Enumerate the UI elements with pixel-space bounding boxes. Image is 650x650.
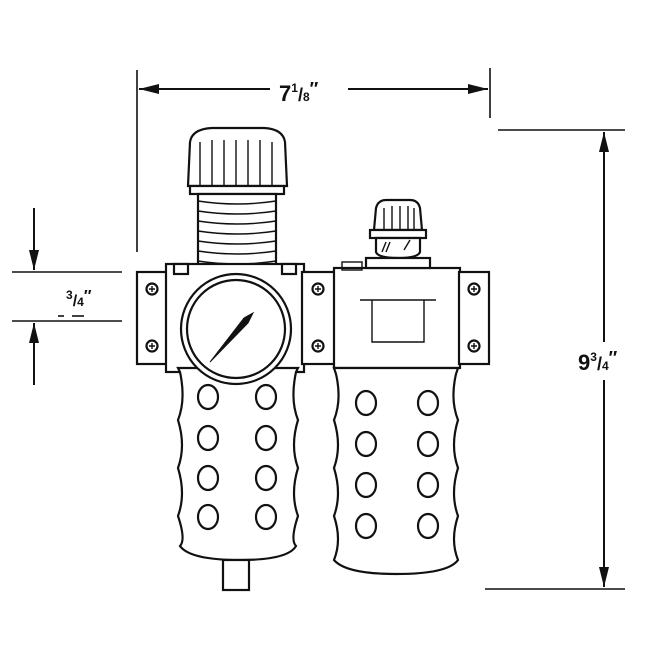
height-label: 93/4″	[578, 348, 618, 375]
screw-icon	[467, 282, 481, 353]
height-label-whole: 9	[578, 350, 590, 375]
port-dimension: 3/4″	[12, 208, 122, 385]
port-label-unit: ″	[84, 288, 92, 305]
sight-dome	[374, 236, 422, 260]
lubricator-body	[332, 266, 462, 370]
filter-bowl	[176, 366, 300, 562]
width-label-whole: 7	[279, 81, 291, 106]
height-label-unit: ″	[609, 348, 618, 368]
width-label-numerator: 1	[291, 81, 298, 95]
oil-bowl	[332, 366, 460, 576]
port-label: 3/4″	[66, 288, 92, 310]
width-label-unit: ″	[310, 79, 319, 99]
gauge-needle	[209, 311, 255, 363]
width-dimension: 71/8″	[136, 68, 491, 252]
width-label: 71/8″	[279, 79, 319, 106]
width-label-denominator: 8	[303, 90, 310, 104]
lubricator	[332, 198, 491, 576]
height-label-denominator: 4	[602, 359, 609, 373]
regulator-threads	[196, 192, 278, 274]
port-label-denominator: 4	[77, 295, 84, 309]
drain-valve	[221, 558, 251, 592]
filter-regulator	[135, 126, 338, 592]
screw-icon	[145, 282, 325, 353]
height-label-numerator: 3	[590, 350, 597, 364]
port-label-numerator: 3	[66, 288, 73, 302]
pressure-gauge	[179, 272, 293, 386]
lubricator-collar	[364, 256, 432, 270]
oil-adjustment-knob	[368, 198, 428, 240]
regulator-knob	[186, 126, 289, 196]
height-dimension: 93/4″	[485, 129, 625, 590]
